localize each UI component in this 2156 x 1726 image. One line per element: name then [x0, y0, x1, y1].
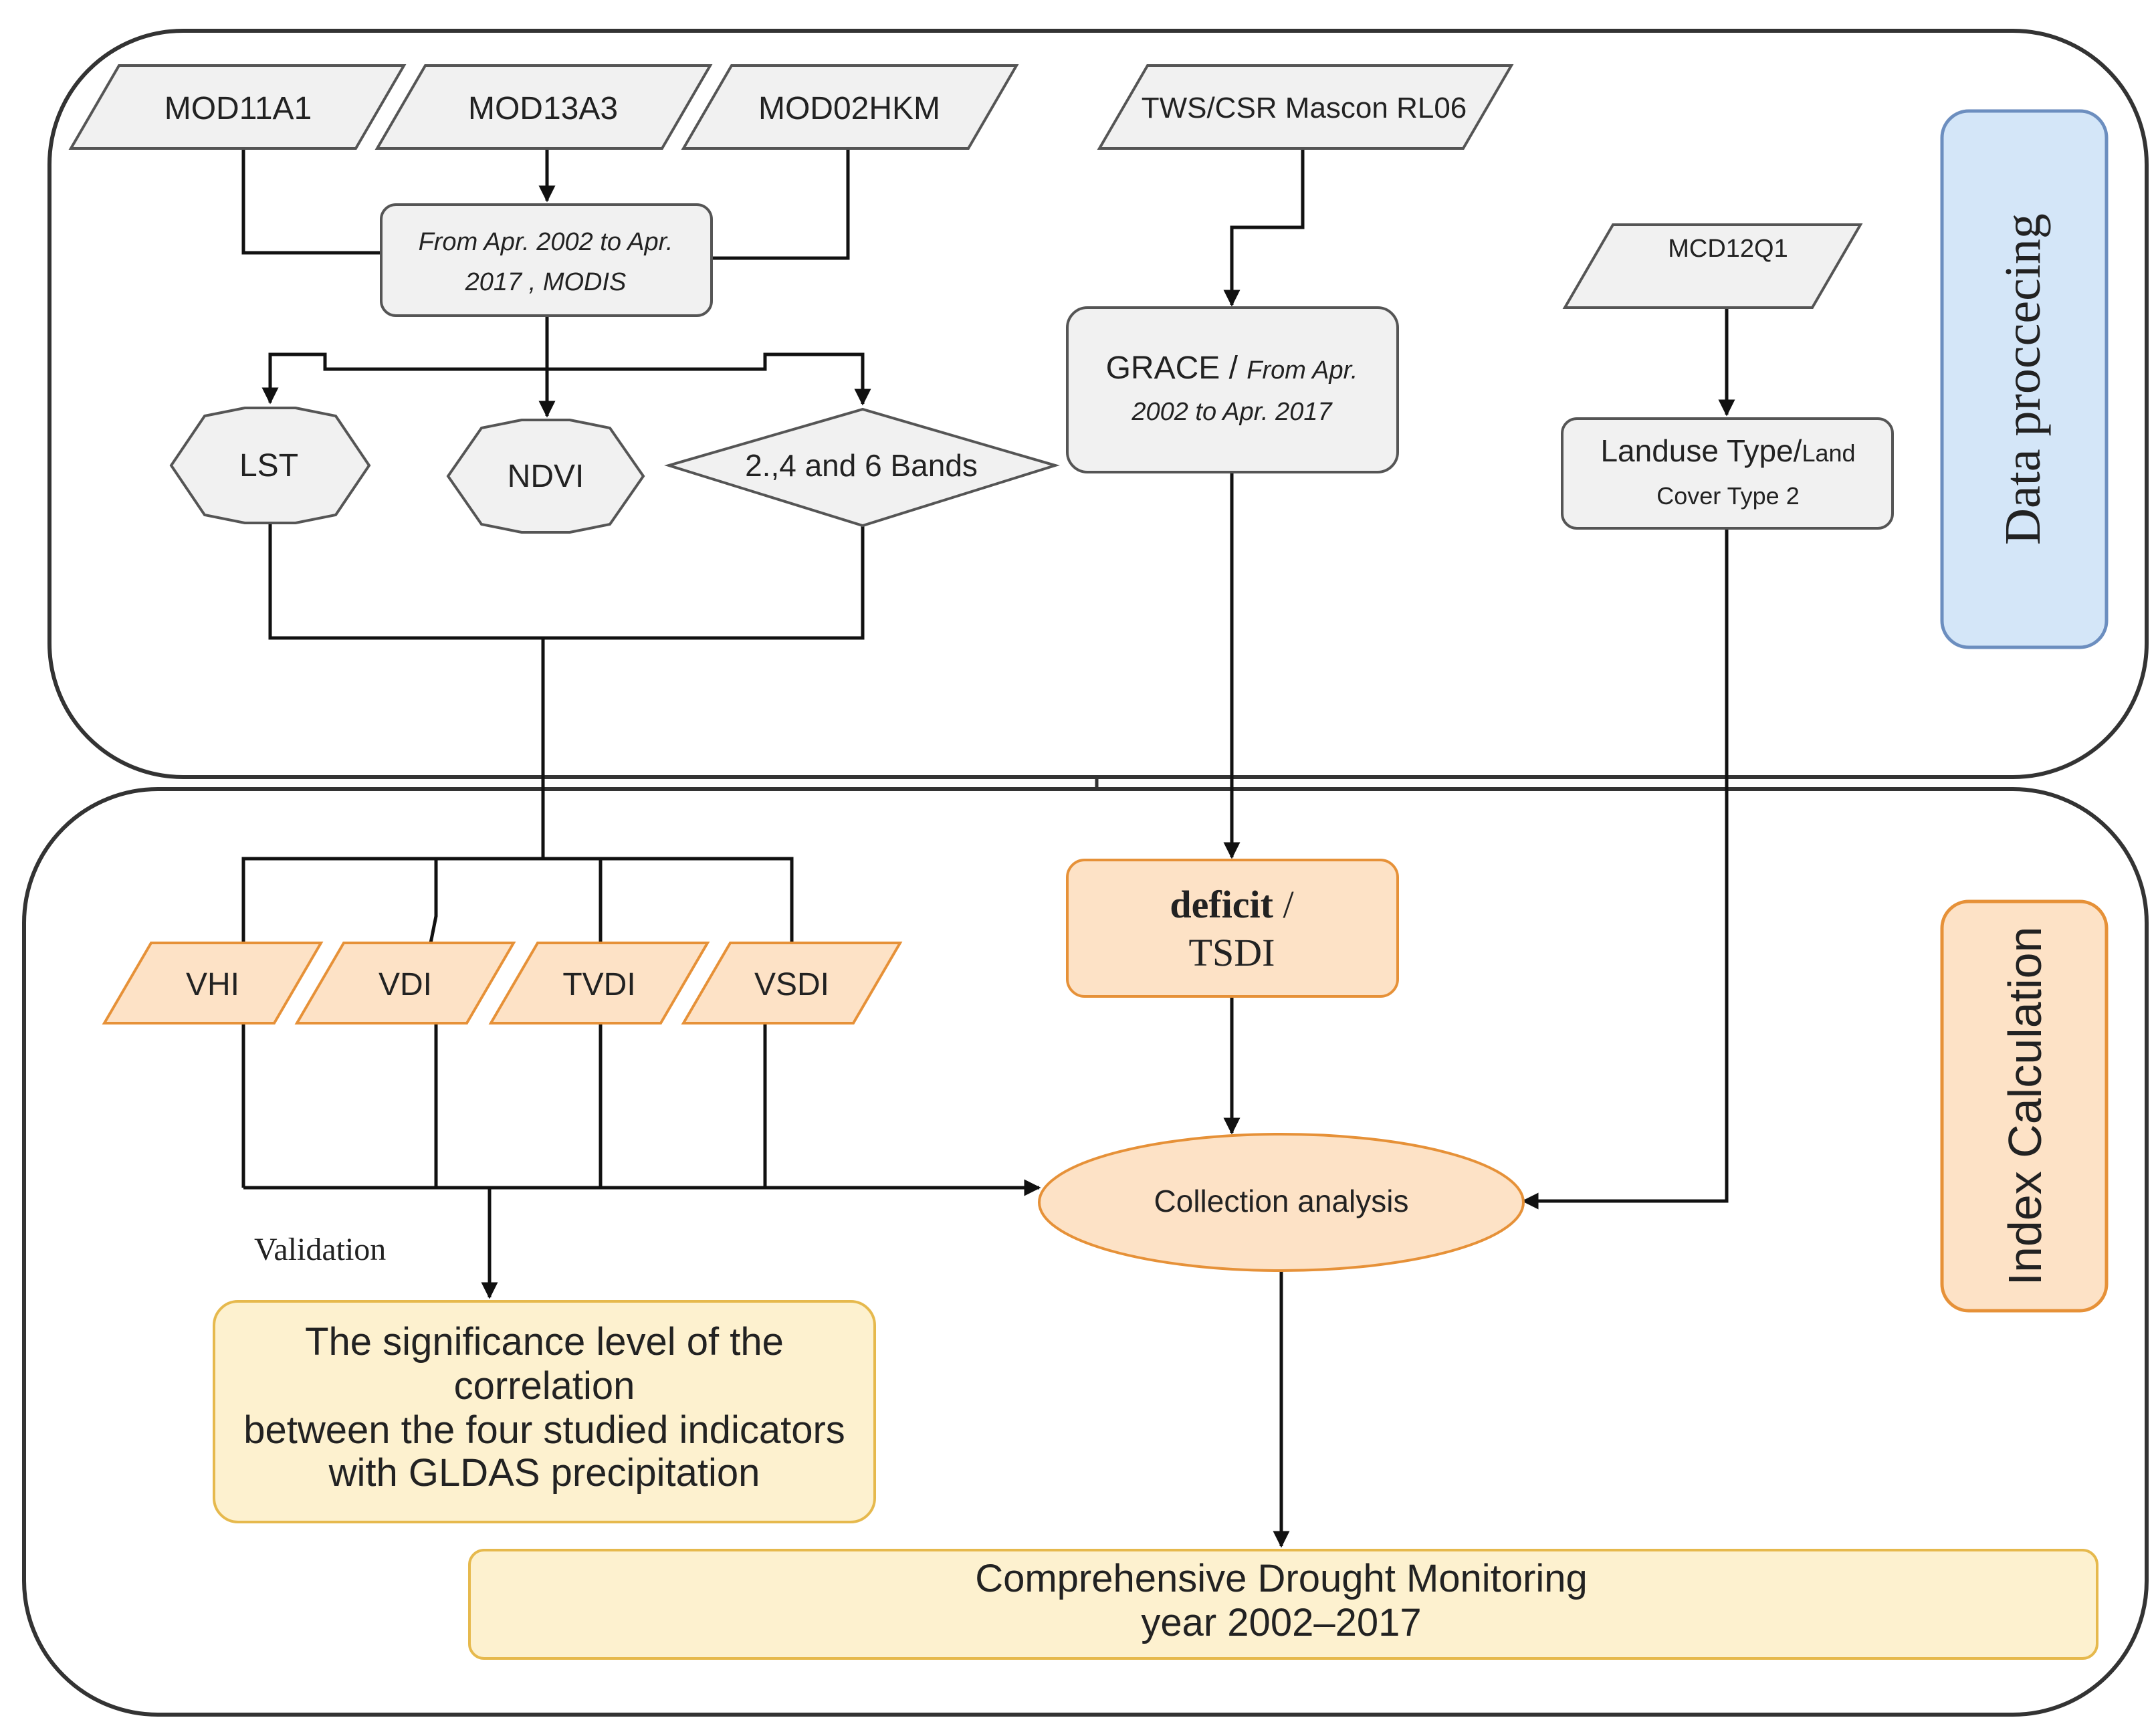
index-calculation-label-box: Index Calculation — [1940, 899, 2109, 1313]
grace-period-b: 2002 to Apr. 2017 — [1131, 398, 1333, 426]
landuse-part2: Land — [1802, 439, 1855, 467]
input-mod13a3: MOD13A3 — [374, 64, 713, 150]
modis-period-line1: From Apr. 2002 to Apr. — [419, 228, 673, 256]
product-lst: LST — [169, 407, 371, 524]
drought-monitoring-box: Comprehensive Drought Monitoring year 20… — [468, 1549, 2098, 1660]
index-vhi-label: VHI — [186, 967, 239, 1002]
significance-line4: with GLDAS precipitation — [328, 1451, 760, 1495]
connector-mod02hkm-modis — [712, 148, 850, 260]
drought-line2: year 2002–2017 — [1141, 1601, 1421, 1644]
product-ndvi: NDVI — [446, 419, 645, 534]
significance-box: The significance level of the correlatio… — [213, 1300, 876, 1523]
data-processing-label: Data proccecing — [1995, 213, 2051, 545]
index-vsdi-label: VSDI — [754, 967, 829, 1002]
validation-label: Validation — [254, 1232, 386, 1267]
product-bands: 2.,4 and 6 Bands — [664, 407, 1060, 528]
grace-line1: GRACE / From Apr. — [1106, 350, 1358, 386]
deficit-line2: TSDI — [1189, 931, 1275, 974]
input-mod11a1-label: MOD11A1 — [165, 91, 312, 126]
connector-modis-bands — [547, 352, 871, 406]
connector-mod11a1-modis — [241, 148, 381, 255]
input-mod13a3-label: MOD13A3 — [468, 91, 618, 126]
grace-name: GRACE / — [1106, 350, 1247, 386]
index-tvdi: TVDI — [488, 942, 710, 1024]
significance-line2: correlation — [454, 1364, 635, 1408]
product-lst-label: LST — [239, 448, 298, 483]
landuse-line1: Landuse Type/Land — [1600, 433, 1855, 468]
input-mcd12q1-label: MCD12Q1 — [1668, 235, 1788, 263]
index-vdi-label: VDI — [379, 967, 432, 1002]
input-mod02hkm: MOD02HKM — [681, 64, 1019, 150]
input-mcd12q1: MCD12Q1 — [1562, 223, 1863, 309]
index-vsdi: VSDI — [681, 942, 903, 1024]
index-vdi: VDI — [294, 942, 516, 1024]
connector-modis-lst — [261, 352, 547, 405]
drought-line1: Comprehensive Drought Monitoring — [975, 1557, 1588, 1600]
significance-line1: The significance level of the — [305, 1320, 784, 1364]
connector-tws-grace — [1223, 148, 1305, 307]
connector-vdi-top — [429, 859, 438, 944]
modis-period-line2: 2017 , MODIS — [465, 268, 627, 296]
index-calculation-label: Index Calculation — [1999, 927, 2051, 1286]
input-tws: TWS/CSR Mascon RL06 — [1097, 64, 1514, 150]
landuse-part1: Landuse Type/ — [1600, 433, 1802, 468]
index-tvdi-label: TVDI — [562, 967, 635, 1002]
collection-analysis-label: Collection analysis — [1154, 1184, 1409, 1218]
deficit-bold: deficit — [1170, 883, 1273, 926]
grace-period-a: From Apr. — [1247, 356, 1358, 385]
data-processing-label-box: Data proccecing — [1940, 109, 2109, 649]
input-mod11a1: MOD11A1 — [68, 64, 407, 150]
collection-analysis: Collection analysis — [1038, 1133, 1525, 1272]
index-vhi: VHI — [102, 942, 324, 1024]
landuse-line2: Cover Type 2 — [1656, 482, 1799, 510]
connectors — [241, 148, 1735, 1548]
connector-lst-merge — [268, 524, 865, 640]
index-calculation-frame — [22, 787, 2149, 1717]
input-tws-label: TWS/CSR Mascon RL06 — [1142, 92, 1467, 124]
input-mod02hkm-label: MOD02HKM — [758, 91, 940, 126]
connector-landuse-collection — [1521, 528, 1729, 1210]
deficit-line1: deficit / — [1170, 883, 1294, 926]
significance-line3: between the four studied indicators — [243, 1408, 845, 1452]
deficit-rest: / — [1273, 883, 1295, 926]
modis-period-box: From Apr. 2002 to Apr. 2017 , MODIS — [380, 203, 713, 317]
product-bands-label: 2.,4 and 6 Bands — [745, 448, 978, 483]
connector-indices-bus — [241, 857, 794, 943]
landuse-box: Landuse Type/Land Cover Type 2 — [1561, 417, 1894, 530]
deficit-box: deficit / TSDI — [1066, 859, 1399, 998]
product-ndvi-label: NDVI — [508, 459, 584, 494]
grace-box: GRACE / From Apr. 2002 to Apr. 2017 — [1066, 306, 1399, 473]
